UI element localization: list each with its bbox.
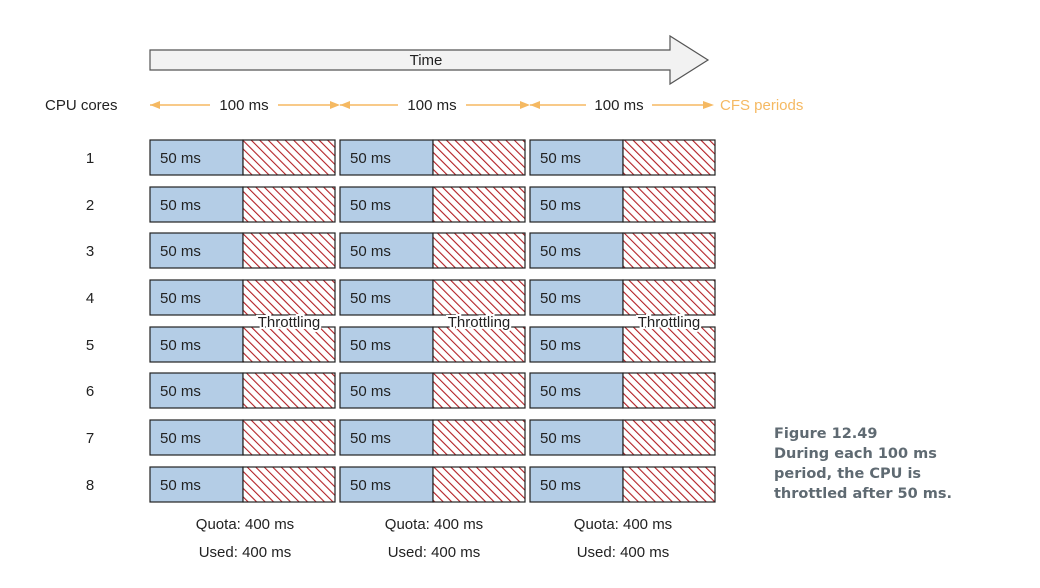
throttle-segment — [622, 419, 716, 456]
period-label-2: 100 ms — [407, 97, 456, 114]
run-segment — [149, 466, 244, 503]
run-segment — [529, 326, 624, 363]
throttle-segment — [622, 186, 716, 223]
core-label: 1 — [86, 150, 94, 167]
run-segment-label: 50 ms — [350, 243, 391, 260]
run-segment-label: 50 ms — [540, 197, 581, 214]
throttle-segment — [432, 232, 526, 269]
throttle-segment — [622, 139, 716, 176]
throttle-segment — [242, 419, 336, 456]
run-segment — [529, 419, 624, 456]
run-segment-label: 50 ms — [350, 150, 391, 167]
run-segment — [149, 419, 244, 456]
run-segment — [339, 372, 434, 409]
throttling-label: Throttling — [258, 314, 321, 331]
run-segment-label: 50 ms — [160, 337, 201, 354]
run-segment — [149, 279, 244, 316]
core-label: 6 — [86, 383, 94, 400]
throttle-segment — [432, 326, 526, 363]
run-segment — [339, 466, 434, 503]
core-rows: 1 50 ms 50 ms 50 ms 2 50 ms 50 ms 50 ms 3 50 ms 50… — [86, 139, 716, 503]
run-segment-label: 50 ms — [540, 337, 581, 354]
quota-label-2: Quota: 400 ms — [385, 516, 483, 533]
throttle-segment — [622, 279, 716, 316]
period-label-1: 100 ms — [219, 97, 268, 114]
throttling-labels: Throttling Throttling Throttling — [256, 312, 703, 333]
used-label-2: Used: 400 ms — [388, 544, 481, 561]
caption-line-4: throttled after 50 ms. — [774, 486, 952, 502]
throttle-segment — [242, 279, 336, 316]
run-segment-label: 50 ms — [540, 290, 581, 307]
figure-caption: Figure 12.49 During each 100 ms period, … — [774, 424, 1034, 504]
cfs-periods-label: CFS periods — [720, 97, 803, 114]
time-arrow — [149, 34, 710, 86]
throttle-segment — [432, 372, 526, 409]
run-segment-label: 50 ms — [540, 430, 581, 447]
run-segment — [149, 372, 244, 409]
period-label-3: 100 ms — [594, 97, 643, 114]
caption-line-3: period, the CPU is — [774, 466, 922, 482]
run-segment-label: 50 ms — [540, 477, 581, 494]
throttle-segment — [432, 279, 526, 316]
used-label-1: Used: 400 ms — [199, 544, 292, 561]
run-segment-label: 50 ms — [160, 290, 201, 307]
core-label: 8 — [86, 477, 94, 494]
run-segment — [529, 279, 624, 316]
throttle-segment — [432, 419, 526, 456]
core-label: 7 — [86, 430, 94, 447]
time-label: Time — [410, 52, 443, 69]
throttle-segment — [622, 372, 716, 409]
throttle-segment — [242, 139, 336, 176]
run-segment — [339, 326, 434, 363]
throttle-segment — [622, 326, 716, 363]
core-label: 3 — [86, 243, 94, 260]
run-segment-label: 50 ms — [350, 337, 391, 354]
throttle-segment — [622, 466, 716, 503]
run-segment — [339, 232, 434, 269]
throttle-segment — [242, 372, 336, 409]
throttle-segment — [432, 186, 526, 223]
core-label: 2 — [86, 197, 94, 214]
core-label: 4 — [86, 290, 94, 307]
run-segment — [149, 232, 244, 269]
core-label: 5 — [86, 337, 94, 354]
throttling-label: Throttling — [448, 314, 511, 331]
run-segment-label: 50 ms — [350, 430, 391, 447]
run-segment-label: 50 ms — [160, 243, 201, 260]
run-segment-label: 50 ms — [350, 197, 391, 214]
run-segment-label: 50 ms — [540, 243, 581, 260]
run-segment-label: 50 ms — [540, 383, 581, 400]
run-segment-label: 50 ms — [540, 150, 581, 167]
run-segment-label: 50 ms — [350, 477, 391, 494]
cfs-period-arrows — [150, 101, 714, 109]
throttle-segment — [242, 232, 336, 269]
caption-line-2: During each 100 ms — [774, 446, 937, 462]
throttle-segment — [242, 326, 336, 363]
throttle-segment — [432, 466, 526, 503]
run-segment-label: 50 ms — [160, 430, 201, 447]
run-segment — [339, 139, 434, 176]
caption-line-1: Figure 12.49 — [774, 426, 878, 442]
throttle-segment — [242, 466, 336, 503]
run-segment — [149, 186, 244, 223]
run-segment — [339, 419, 434, 456]
throttle-segment — [242, 186, 336, 223]
run-segment — [149, 139, 244, 176]
quota-label-1: Quota: 400 ms — [196, 516, 294, 533]
used-label-3: Used: 400 ms — [577, 544, 670, 561]
run-segment — [529, 232, 624, 269]
run-segment-label: 50 ms — [160, 150, 201, 167]
run-segment-label: 50 ms — [350, 383, 391, 400]
run-segment-label: 50 ms — [350, 290, 391, 307]
run-segment — [529, 139, 624, 176]
throttle-segment — [432, 139, 526, 176]
quota-label-3: Quota: 400 ms — [574, 516, 672, 533]
throttle-segment — [622, 232, 716, 269]
throttling-label: Throttling — [638, 314, 701, 331]
run-segment-label: 50 ms — [160, 383, 201, 400]
run-segment-label: 50 ms — [160, 197, 201, 214]
run-segment-label: 50 ms — [160, 477, 201, 494]
cpu-cores-header: CPU cores — [45, 97, 118, 114]
